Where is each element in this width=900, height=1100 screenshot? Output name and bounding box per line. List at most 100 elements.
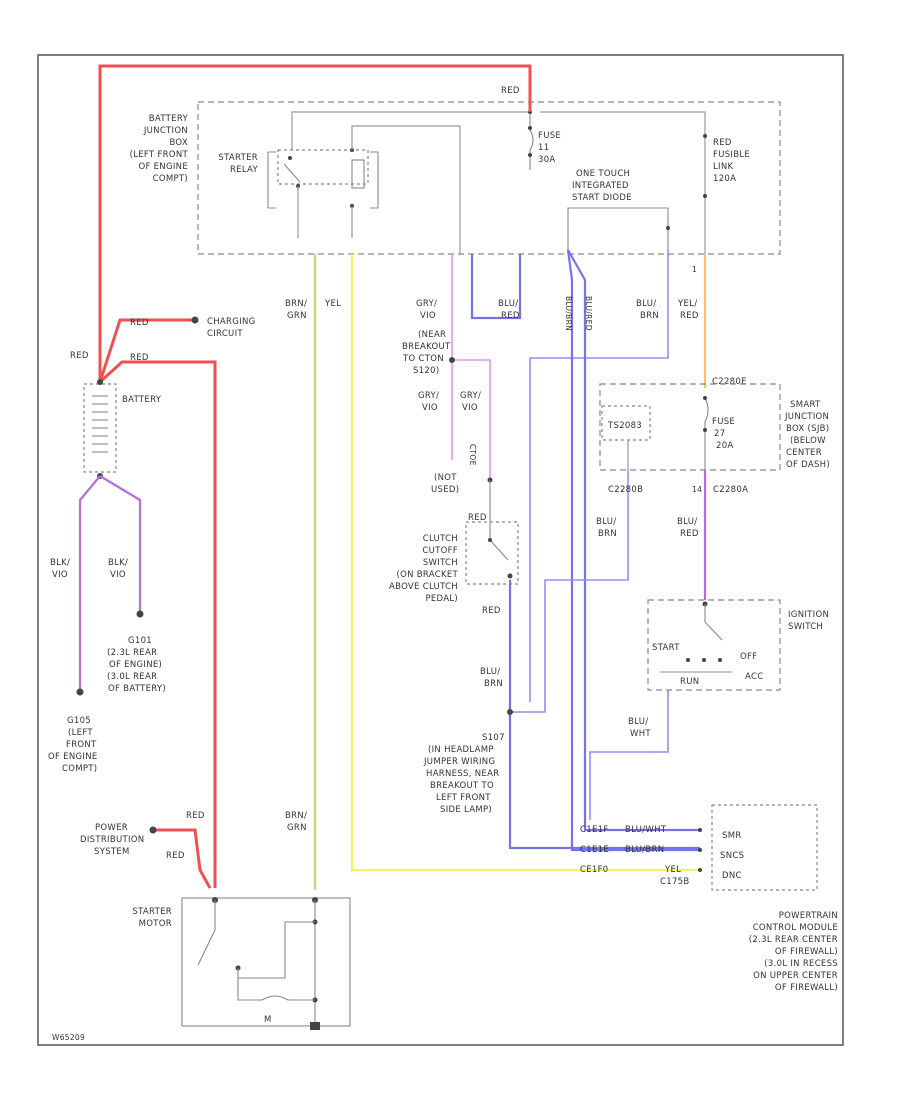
red-pd-label-1: RED: [186, 811, 205, 821]
svg-text:VIO: VIO: [462, 403, 478, 413]
g105-label: G105 (LEFT FRONT OF ENGINE COMPT): [48, 716, 98, 774]
blu-brn-label-r: BLU/ BRN: [596, 517, 617, 539]
svg-text:BRN: BRN: [484, 679, 503, 689]
powertrain-control-module: SMR SNCS DNC: [698, 804, 818, 891]
blu-wht-wire-ignition: [589, 690, 669, 820]
svg-text:BLU/: BLU/: [628, 717, 648, 727]
gry-vio-label-2: GRY/ VIO: [418, 391, 439, 413]
red-pd-label-2: RED: [166, 851, 185, 861]
svg-text:BRN: BRN: [640, 311, 659, 321]
svg-text:120A: 120A: [713, 174, 736, 184]
svg-text:FRONT: FRONT: [66, 740, 97, 750]
svg-text:BLU/: BLU/: [480, 667, 500, 677]
svg-text:IGNITION: IGNITION: [788, 610, 829, 620]
red-label-2: RED: [70, 351, 89, 361]
svg-text:BRN/: BRN/: [285, 299, 307, 309]
svg-text:HARNESS, NEAR: HARNESS, NEAR: [426, 769, 499, 779]
svg-text:BLU/: BLU/: [596, 517, 616, 527]
c175b-label: C175B: [660, 877, 690, 887]
svg-text:BLU/: BLU/: [677, 517, 697, 527]
fuse-11: FUSE 11 30A: [528, 110, 561, 170]
blu-red-wire-diode: [470, 254, 522, 320]
one-touch-start-diode: ONE TOUCH INTEGRATED START DIODE: [567, 169, 670, 250]
svg-text:SWITCH: SWITCH: [788, 622, 823, 632]
svg-text:(IN HEADLAMP: (IN HEADLAMP: [428, 745, 494, 755]
svg-text:OFF: OFF: [740, 652, 757, 662]
svg-text:BRN/: BRN/: [285, 811, 307, 821]
blk-vio-ground-g101: [99, 475, 142, 614]
svg-text:PEDAL): PEDAL): [425, 594, 458, 604]
svg-text:OF ENGINE: OF ENGINE: [138, 162, 188, 172]
charging-circuit-label: CHARGING CIRCUIT: [207, 317, 255, 339]
svg-text:RED: RED: [680, 311, 699, 321]
svg-text:ON UPPER CENTER: ON UPPER CENTER: [753, 971, 838, 981]
svg-text:JUNCTION: JUNCTION: [143, 126, 188, 136]
svg-text:S107: S107: [482, 733, 505, 743]
clutch-cutoff-switch: RED CLUTCH CUTOFF SWITCH (ON BRACKET ABO…: [389, 480, 519, 604]
red-wire-battery-main: [98, 64, 532, 382]
yel-wire-to-pcm: [350, 254, 700, 872]
svg-text:USED): USED): [431, 485, 459, 495]
svg-text:RED: RED: [680, 529, 699, 539]
svg-text:SWITCH: SWITCH: [423, 558, 458, 568]
svg-text:BLU/: BLU/: [498, 299, 518, 309]
svg-text:(3.0L IN RECESS: (3.0L IN RECESS: [764, 959, 838, 969]
svg-text:(2.3L REAR: (2.3L REAR: [107, 648, 157, 658]
blu-brn-label-l: BLU/ BRN: [480, 667, 503, 689]
svg-text:30A: 30A: [538, 155, 556, 165]
svg-text:OF ENGINE: OF ENGINE: [48, 752, 98, 762]
svg-text:(LEFT FRONT: (LEFT FRONT: [130, 150, 189, 160]
svg-text:11: 11: [538, 143, 549, 153]
svg-text:SIDE LAMP): SIDE LAMP): [440, 805, 492, 815]
svg-text:RED: RED: [501, 311, 520, 321]
svg-text:FUSE: FUSE: [712, 417, 735, 427]
svg-text:RELAY: RELAY: [230, 165, 259, 175]
svg-text:SNCS: SNCS: [720, 851, 744, 861]
svg-text:VIO: VIO: [52, 570, 68, 580]
svg-text:GRY/: GRY/: [460, 391, 481, 401]
svg-text:CUTOFF: CUTOFF: [422, 546, 458, 556]
svg-text:VIO: VIO: [422, 403, 438, 413]
svg-text:JUNCTION: JUNCTION: [784, 412, 829, 422]
power-distribution-label: POWER DISTRIBUTION SYSTEM: [80, 823, 144, 857]
svg-text:BREAKOUT: BREAKOUT: [402, 342, 451, 352]
svg-text:TO CTON: TO CTON: [402, 354, 444, 364]
footer-code: W65209: [52, 1033, 85, 1042]
g101-label: G101 (2.3L REAR OF ENGINE) (3.0L REAR OF…: [107, 636, 166, 694]
red-wire-starter: [98, 360, 217, 888]
svg-text:INTEGRATED: INTEGRATED: [572, 181, 629, 191]
yel-pcm-label: YEL: [664, 865, 681, 875]
svg-text:27: 27: [714, 429, 725, 439]
svg-text:GRY/: GRY/: [416, 299, 437, 309]
svg-text:COMPT): COMPT): [153, 174, 188, 184]
svg-text:START DIODE: START DIODE: [572, 193, 632, 203]
svg-text:JUMPER WIRING: JUMPER WIRING: [423, 757, 495, 767]
svg-text:(LEFT: (LEFT: [68, 728, 93, 738]
blk-vio-ground-g105: [78, 475, 101, 692]
starter-motor: M STARTER MOTOR: [132, 897, 351, 1030]
svg-text:SYSTEM: SYSTEM: [94, 847, 130, 857]
svg-text:GRY/: GRY/: [418, 391, 439, 401]
c1e1e-label: C1E1E: [580, 845, 609, 855]
blu-wht-label: BLU/ WHT: [628, 717, 651, 739]
svg-text:VIO: VIO: [420, 311, 436, 321]
blu-brn-wire-s107-to-sjb: [510, 470, 629, 713]
svg-text:BATTERY: BATTERY: [122, 395, 162, 405]
blu-wire-diode-to-pcm-2: [566, 249, 700, 852]
rear-breakout-label: (NEAR BREAKOUT TO CTON S120): [402, 330, 451, 376]
svg-text:M: M: [264, 1015, 272, 1025]
svg-text:GRN: GRN: [287, 311, 307, 321]
red-fusible-link: RED FUSIBLE LINK 120A: [703, 134, 750, 198]
svg-text:BOX (SJB): BOX (SJB): [786, 424, 829, 434]
c1e1f-label: C1E1F: [580, 825, 609, 835]
svg-text:ONE TOUCH: ONE TOUCH: [576, 169, 630, 179]
pin-label-1: 1: [692, 265, 697, 274]
svg-text:DISTRIBUTION: DISTRIBUTION: [80, 835, 144, 845]
svg-text:COMPT): COMPT): [62, 764, 97, 774]
svg-text:CLUTCH: CLUTCH: [423, 534, 458, 544]
svg-text:(ON BRACKET: (ON BRACKET: [397, 570, 459, 580]
blu-brn-wire-clutch-to-pcm: [508, 580, 700, 850]
red-label-1: RED: [130, 318, 149, 328]
blu-wht-pcm-label: BLU/WHT: [625, 825, 667, 835]
svg-text:LEFT FRONT: LEFT FRONT: [436, 793, 491, 803]
